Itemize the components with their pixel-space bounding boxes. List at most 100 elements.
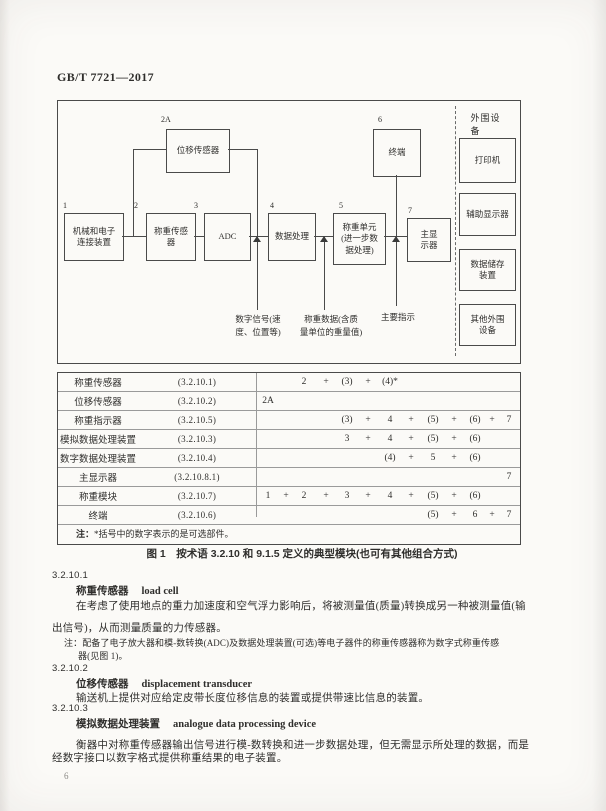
combo-cell: + (283, 491, 289, 501)
table-note-row: 注：*括号中的数字表示的是可选部件。 (58, 524, 520, 544)
combo-cell: + (408, 415, 414, 425)
combo-cell: (6) (469, 434, 481, 444)
module-number-2: 2 (134, 201, 138, 210)
combo-cell: (3) (341, 415, 353, 425)
term-cn: 位移传感器 (76, 678, 129, 690)
page-number: 6 (64, 771, 69, 781)
row-name: 终端 (88, 512, 108, 522)
combo-cell: + (451, 491, 457, 501)
combo-cell: 2 (301, 491, 307, 501)
combo-cell: + (451, 510, 457, 520)
peripheral-box-printer: 打印机 (459, 138, 516, 183)
combo-cell: + (489, 510, 495, 520)
combo-cell: 7 (506, 510, 512, 520)
table-row: 数字数据处理装置(3.2.10.4)(4)+5+(6) (58, 448, 520, 467)
row-clause: (3.2.10.5) (177, 415, 217, 425)
combo-cell: (4)* (382, 377, 398, 387)
combo-cell: + (323, 377, 329, 387)
combo-cell: (5) (427, 491, 439, 501)
combo-cell: 6 (472, 510, 478, 520)
table-row: 称重传感器(3.2.10.1)2+(3)+(4)* (58, 373, 520, 391)
module-box-2: 称重传感 器 (146, 213, 196, 261)
term-heading: 模拟数据处理装置 analogue data processing device (76, 716, 316, 731)
definition-line: 经数字接口以数字格式提供称重结果的电子装置。 (52, 753, 288, 764)
term-en: analogue data processing device (173, 719, 317, 730)
combo-cell: 1 (265, 491, 271, 501)
figure-caption: 图 1 按术语 3.2.10 和 9.1.5 定义的典型模块(也可有其他组合方式… (146, 548, 458, 560)
combo-cell: 3 (344, 434, 350, 444)
row-name: 称重传感器 (74, 379, 122, 389)
row-clause: (3.2.10.2) (177, 396, 217, 406)
connector-line (228, 149, 257, 150)
connector-line (257, 149, 258, 310)
combo-cell: (3) (341, 377, 353, 387)
combo-cell: + (365, 491, 371, 501)
definition-line: 衡器中对称重传感器输出信号进行模-数转换和进一步数据处理，但无需显示所处理的数据… (76, 740, 530, 751)
combo-cell: (5) (427, 434, 439, 444)
definition-line: 输送机上提供对应给定皮带长度位移信息的装置或提供带速比信息的装置。 (76, 693, 430, 704)
table-row: 主显示器 (3.2.10.8.1) 7 (58, 467, 520, 486)
peripherals-title: 外围设备 (470, 113, 501, 136)
term-cn: 称重传感器 (76, 585, 129, 597)
row-name: 位移传感器 (74, 398, 122, 408)
table-column-divider (256, 373, 257, 517)
module-combination-table: 称重传感器 (3.2.10.1) 2 + (3) + (4)* 位移传感器 (3.2.10.2)… (57, 372, 521, 545)
row-name: 称重指示器 (74, 417, 122, 427)
row-clause: (3.2.10.8.1) (174, 472, 220, 482)
combo-cell: (6) (469, 415, 481, 425)
definition-line: 在考虑了使用地点的重力加速度和空气浮力影响后，将被测量值(质量)转换成另一种被测… (76, 601, 526, 612)
combo-cell: + (365, 434, 371, 444)
combo-cell: + (408, 491, 414, 501)
term-cn: 模拟数据处理装置 (76, 718, 160, 730)
row-clause: (3.2.10.3) (177, 434, 217, 444)
table-note-text: *括号中的数字表示的是可选部件。 (94, 529, 234, 539)
term-en: displacement transducer (141, 679, 253, 690)
module-number-7: 7 (408, 206, 412, 215)
clause-number: 3.2.10.3 (52, 703, 88, 714)
doc-number: GB/T 7721—2017 (57, 70, 155, 84)
peripheral-box-other-peripherals: 其他外围 设备 (459, 304, 516, 346)
connector-line (133, 149, 134, 236)
flow-arrow-up-icon (320, 236, 328, 242)
combo-cell: + (489, 415, 495, 425)
signal-label-weighing-data: 称重数据(含质 量单位的重量值) (299, 314, 363, 337)
module-box-7: 主显 示器 (407, 218, 451, 262)
flow-arrow-up-icon (392, 236, 400, 242)
row-name: 主显示器 (78, 474, 117, 484)
clause-number: 3.2.10.1 (52, 570, 88, 581)
module-number-4: 4 (270, 201, 274, 210)
peripheral-box-data-storage: 数据储存 装置 (459, 249, 516, 291)
row-clause: (3.2.10.1) (177, 377, 217, 387)
note-line: 器(见图 1)。 (78, 651, 128, 661)
combo-cell: 3 (344, 491, 350, 501)
row-clause: (3.2.10.7) (177, 491, 217, 501)
table-row: 终端(3.2.10.6)(5)+6+7 (58, 505, 520, 524)
table-row: 称重指示器(3.2.10.5)(3)+4+(5)+(6)+7 (58, 410, 520, 429)
combo-cell: (4) (384, 453, 396, 463)
row-name: 数字数据处理装置 (59, 455, 136, 465)
combo-cell: + (451, 415, 457, 425)
clause-number: 3.2.10.2 (52, 663, 88, 674)
peripherals-separator-dashed-line (455, 106, 456, 356)
combo-cell: + (323, 491, 329, 501)
combo-cell: + (451, 453, 457, 463)
combo-cell: (6) (469, 491, 481, 501)
module-number-3: 3 (194, 201, 198, 210)
signal-label-main-indication: 主要指示 (380, 312, 416, 322)
module-number-2A: 2A (161, 115, 171, 124)
module-box-6: 终端 (373, 129, 421, 177)
combo-cell: 2 (301, 377, 307, 387)
module-box-4: 数据处理 (268, 213, 316, 261)
combo-cell: 5 (430, 453, 436, 463)
row-clause: (3.2.10.4) (177, 453, 217, 463)
table-row: 称重模块(3.2.10.7)1+2+3+4+(5)+(6) (58, 486, 520, 505)
module-box-5: 称重单元 (进一步数 据处理) (333, 213, 386, 265)
combo-cell: 4 (387, 415, 393, 425)
combo-cell: 7 (506, 472, 512, 482)
combo-cell: + (451, 434, 457, 444)
combo-cell: 4 (387, 434, 393, 444)
combo-cell: + (365, 415, 371, 425)
note-line: 注：配备了电子放大器和模-数转换(ADC)及数据处理装置(可选)等电子器件的称重… (64, 638, 500, 648)
